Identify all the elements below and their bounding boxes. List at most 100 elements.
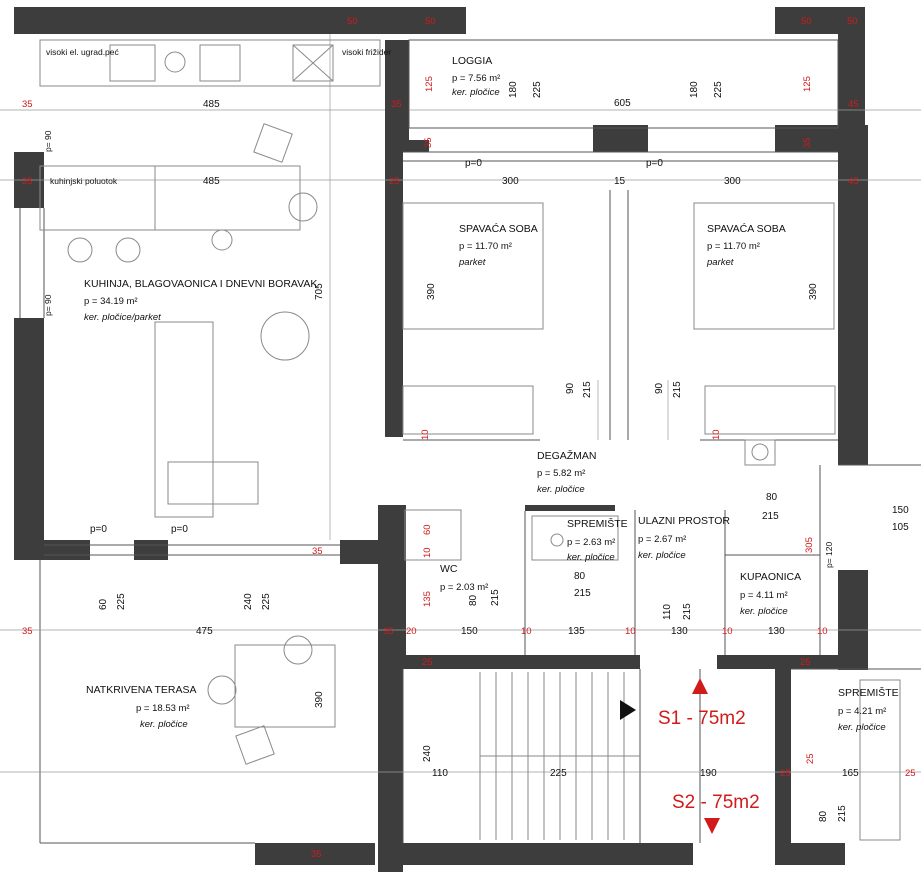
room-area: p = 2.67 m² (638, 534, 686, 545)
room-loggia: LOGGIA p = 7.56 m² ker. pločice (452, 55, 500, 98)
dimension-label: 35 (383, 626, 394, 637)
dimension-label: p= 90 (43, 130, 53, 152)
dimension-label: 215 (574, 588, 591, 599)
dimension-label: 705 (314, 283, 325, 300)
dimension-label: 180 (508, 81, 519, 98)
dimension-label: 60 (98, 598, 109, 610)
dimension-label: 150 (892, 505, 909, 516)
dimension-label: 605 (614, 98, 631, 109)
room-area: p = 5.82 m² (537, 468, 585, 479)
room-floor: ker. pločice/parket (84, 312, 161, 323)
dimension-label: 390 (314, 691, 325, 708)
dimension-label: 135 (568, 626, 585, 637)
dimension-label: p= 90 (43, 294, 53, 316)
room-area: p = 18.53 m² (136, 703, 190, 714)
dimension-label: 215 (682, 603, 693, 620)
room-entrance: ULAZNI PROSTOR p = 2.67 m² ker. pločice (638, 515, 730, 561)
dimension-label: 215 (490, 589, 501, 606)
room-area: p = 11.70 m² (459, 241, 512, 252)
room-floor: ker. pločice (140, 719, 188, 730)
dimension-label: 240 (243, 593, 254, 610)
dimension-label: 240 (422, 745, 433, 762)
dimension-label: 35 (22, 626, 33, 637)
dimension-label: 130 (768, 626, 785, 637)
dimension-label: 225 (116, 593, 127, 610)
dimension-label: 10 (422, 547, 433, 558)
dimension-label: 215 (672, 381, 683, 398)
dimension-label: 110 (662, 604, 673, 620)
room-floor: ker. pločice (452, 87, 500, 98)
dimension-label: 25 (422, 657, 433, 668)
dimension-label: 25 (805, 753, 816, 764)
red-dimensions: 50 50 50 50 35 35 125 125 45 45 35 25 35… (22, 16, 916, 860)
dimension-label: 50 (425, 16, 436, 27)
dimension-label: 390 (426, 283, 437, 300)
dimension-label: 125 (424, 76, 435, 92)
dimension-label: 485 (203, 176, 220, 187)
dimension-label: 225 (261, 593, 272, 610)
flat-label-s1: S1 - 75m2 (658, 708, 746, 729)
room-title: SPAVAĆA SOBA (707, 222, 786, 235)
dimension-label: 225 (550, 768, 567, 779)
dimension-label: 80 (468, 594, 479, 606)
room-title: WC (440, 563, 458, 575)
dimension-label: 190 (700, 768, 717, 779)
dimension-label: 475 (196, 626, 213, 637)
room-bedroom-1: SPAVAĆA SOBA p = 11.70 m² parket (458, 222, 538, 268)
dimension-label: p= 120 (824, 541, 834, 568)
dimension-label: 150 (461, 626, 478, 637)
dimension-label: 60 (422, 524, 433, 535)
room-area: p = 34.19 m² (84, 296, 138, 307)
dimension-label: 50 (847, 16, 858, 27)
room-area: p = 2.03 m² (440, 582, 488, 593)
dimension-label: 485 (203, 99, 220, 110)
label-fridge: visoki frižider (342, 47, 391, 57)
dimension-label: 15 (614, 176, 626, 187)
label-oven: visoki el. ugrad.peć (46, 47, 120, 57)
dimension-label: 215 (582, 381, 593, 398)
dimension-label: 80 (766, 492, 778, 503)
dimension-label: 130 (671, 626, 688, 637)
dimension-label: 225 (532, 81, 543, 98)
arrow-up-icon (692, 678, 708, 694)
arrow-right-icon (620, 700, 636, 720)
room-floor: ker. pločice (567, 552, 615, 563)
dimension-label: 125 (802, 76, 813, 92)
dimension-label: 180 (689, 81, 700, 98)
dimension-label: 50 (801, 16, 812, 27)
room-floor: parket (458, 257, 486, 268)
dimension-label: 10 (722, 626, 733, 637)
room-title: SPREMIŠTE (567, 517, 628, 530)
dimension-label: 10 (420, 429, 431, 440)
dimension-label: 45 (848, 176, 859, 187)
dimension-label: 35 (391, 99, 402, 110)
dimension-label: 135 (422, 591, 433, 607)
dimension-label: 50 (347, 16, 358, 27)
room-bathroom: KUPAONICA p = 4.11 m² ker. pločice (740, 571, 801, 617)
dimension-label: 300 (724, 176, 741, 187)
arrow-down-icon (704, 818, 720, 834)
dimension-label: 90 (654, 382, 665, 394)
dimension-label: 25 (389, 176, 400, 187)
room-storage-1: SPREMIŠTE p = 2.63 m² ker. pločice (567, 517, 628, 563)
dimension-label: 35 (22, 99, 33, 110)
furniture (39, 39, 901, 841)
dimension-label: p=0 (646, 158, 663, 169)
room-title: KUHINJA, BLAGOVAONICA I DNEVNI BORAVAK (84, 278, 317, 290)
walls (14, 7, 868, 872)
dimension-label: 35 (423, 137, 434, 148)
room-floor: ker. pločice (638, 550, 686, 561)
room-floor: ker. pločice (740, 606, 788, 617)
dimension-label: 215 (762, 511, 779, 522)
dimension-label: 45 (848, 99, 859, 110)
dimension-label: 35 (802, 137, 813, 148)
room-storage-2: SPREMIŠTE p = 4.21 m² ker. pločice (838, 686, 899, 733)
room-area: p = 2.63 m² (567, 537, 615, 548)
room-wc: WC p = 2.03 m² (440, 563, 488, 593)
room-floor: ker. pločice (537, 484, 585, 495)
room-hallway: DEGAŽMAN p = 5.82 m² ker. pločice (537, 449, 597, 495)
flat-label-s2: S2 - 75m2 (672, 792, 760, 813)
dimension-label: 10 (625, 626, 636, 637)
room-title: LOGGIA (452, 55, 492, 67)
room-title: KUPAONICA (740, 571, 801, 583)
